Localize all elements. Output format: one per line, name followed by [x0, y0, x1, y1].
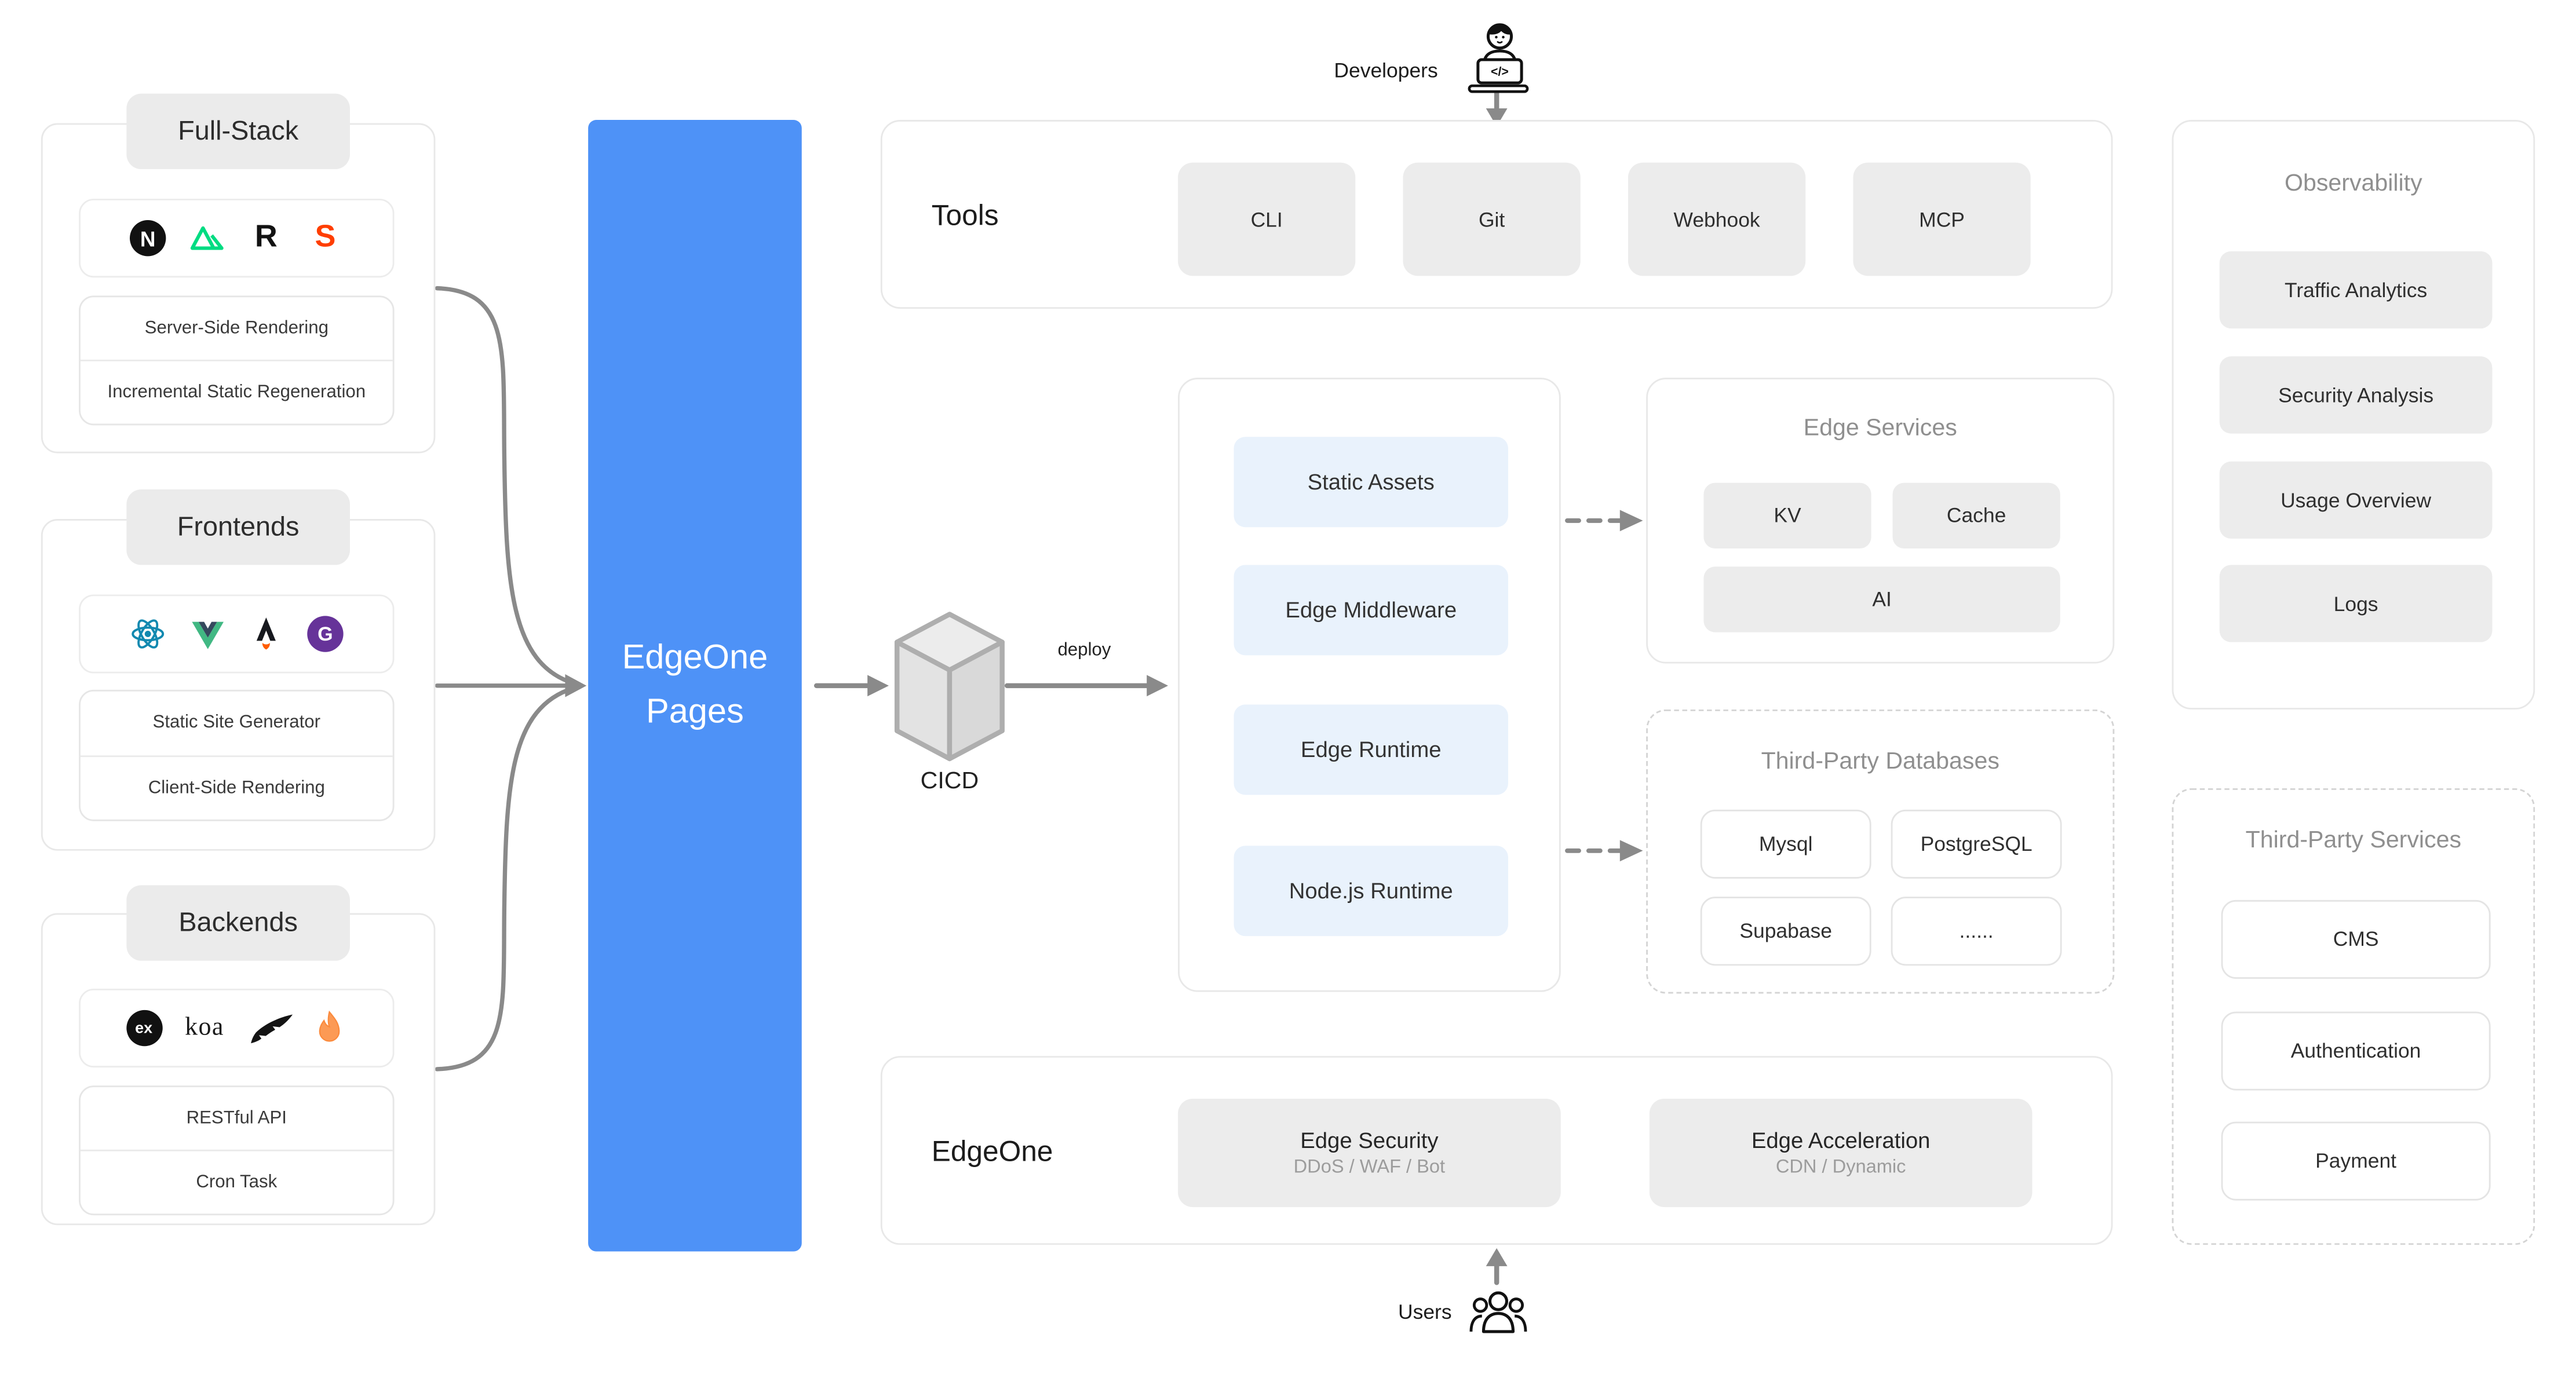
arrow-fullstack-to-pages	[435, 286, 576, 686]
tools-title: Tools	[931, 199, 999, 232]
chip-webhook: Webhook	[1628, 162, 1806, 276]
capability-ssg: Static Site Generator	[152, 713, 321, 733]
chip-edge-acceleration: Edge Acceleration CDN / Dynamic	[1649, 1098, 2033, 1208]
third-party-databases-panel: Third-Party Databases Mysql PostgreSQL S…	[1646, 709, 2115, 994]
runtime-panel: Static Assets Edge Middleware Edge Runti…	[1178, 378, 1561, 992]
arrow-users-to-edgeone	[1486, 1248, 1508, 1285]
nuxt-icon	[189, 220, 225, 256]
edgeone-title: EdgeOne	[931, 1135, 1053, 1168]
chip-more-databases: ......	[1891, 897, 2062, 966]
react-icon	[130, 616, 166, 652]
frontends-label-text: Frontends	[177, 511, 300, 542]
arrow-frontends-to-pages	[435, 674, 587, 697]
deploy-label: deploy	[1057, 640, 1111, 660]
chip-usage-overview: Usage Overview	[2219, 461, 2493, 539]
edgeone-panel: EdgeOne Edge Security DDoS / WAF / Bot E…	[880, 1056, 2113, 1245]
backends-label: Backends	[126, 885, 350, 961]
arrow-backends-to-pages	[435, 686, 576, 1072]
edge-acceleration-subtitle: CDN / Dynamic	[1775, 1158, 1906, 1178]
koa-icon: koa	[185, 1013, 224, 1041]
chip-edge-security: Edge Security DDoS / WAF / Bot	[1178, 1098, 1561, 1208]
third-party-services-title: Third-Party Services	[2245, 828, 2462, 854]
frontends-capabilities: Static Site Generator Client-Side Render…	[79, 689, 395, 821]
developer-icon: </>	[1468, 23, 1529, 93]
chip-postgresql: PostgreSQL	[1891, 809, 2062, 879]
remix-icon: R	[254, 220, 278, 255]
users-label: Users	[1398, 1300, 1452, 1324]
capability-cron: Cron Task	[80, 1149, 393, 1214]
hono-icon	[311, 1010, 347, 1046]
edge-security-title: Edge Security	[1300, 1128, 1439, 1153]
edge-services-panel: Edge Services KV Cache AI	[1646, 378, 2115, 664]
chip-ai: AI	[1703, 566, 2060, 632]
chip-kv: KV	[1703, 482, 1871, 549]
chip-traffic-analytics: Traffic Analytics	[2219, 251, 2493, 329]
third-party-services-panel: Third-Party Services CMS Authentication …	[2172, 788, 2535, 1245]
cicd-label: CICD	[920, 769, 979, 795]
developers-label: Developers	[1334, 59, 1438, 82]
backends-capabilities: RESTful API Cron Task	[79, 1085, 395, 1216]
chip-mcp: MCP	[1853, 162, 2031, 276]
nextjs-icon: N	[130, 220, 166, 257]
capability-csr: Client-Side Rendering	[80, 754, 393, 820]
arrow-pages-to-cicd	[813, 675, 889, 697]
arrow-runtime-to-edge-services	[1565, 510, 1643, 532]
chip-security-analysis: Security Analysis	[2219, 356, 2493, 434]
backends-frameworks: ex koa	[79, 988, 395, 1068]
chip-edge-runtime: Edge Runtime	[1234, 704, 1508, 795]
observability-panel: Observability Traffic Analytics Security…	[2172, 119, 2535, 710]
edgeone-pages-title-line1: EdgeOne	[622, 638, 768, 677]
astro-icon	[248, 616, 284, 652]
fullstack-label: Full-Stack	[126, 93, 350, 170]
frontends-label: Frontends	[126, 489, 350, 565]
cicd-cube-icon	[894, 612, 1005, 762]
backends-label-text: Backends	[178, 907, 298, 937]
frontends-frameworks: G	[79, 594, 395, 674]
fastify-icon	[247, 1010, 293, 1046]
users-icon	[1469, 1291, 1527, 1333]
chip-cache: Cache	[1892, 482, 2060, 549]
express-icon: ex	[125, 1010, 162, 1047]
capability-isr: Incremental Static Regeneration	[80, 359, 393, 424]
chip-payment: Payment	[2221, 1121, 2491, 1201]
capability-restful: RESTful API	[186, 1108, 287, 1128]
arrow-runtime-to-databases	[1565, 840, 1643, 862]
chip-edge-middleware: Edge Middleware	[1234, 565, 1508, 656]
chip-static-assets: Static Assets	[1234, 437, 1508, 528]
capability-ssr: Server-Side Rendering	[144, 319, 329, 339]
chip-nodejs-runtime: Node.js Runtime	[1234, 846, 1508, 937]
gatsby-icon: G	[307, 616, 344, 652]
chip-authentication: Authentication	[2221, 1011, 2491, 1091]
edge-acceleration-title: Edge Acceleration	[1751, 1128, 1931, 1153]
observability-title: Observability	[2285, 170, 2422, 198]
fullstack-frameworks: N R S	[79, 199, 395, 278]
chip-git: Git	[1403, 162, 1581, 276]
svg-text:</>: </>	[1491, 65, 1509, 79]
chip-logs: Logs	[2219, 565, 2493, 642]
tools-panel: Tools CLI Git Webhook MCP	[880, 119, 2113, 309]
arrow-deploy	[1004, 675, 1169, 697]
chip-cli: CLI	[1178, 162, 1356, 276]
edge-security-subtitle: DDoS / WAF / Bot	[1293, 1158, 1446, 1178]
chip-mysql: Mysql	[1700, 809, 1871, 879]
chip-cms: CMS	[2221, 899, 2491, 979]
edgeone-pages-title-line2: Pages	[645, 692, 744, 730]
vue-icon	[189, 616, 225, 652]
chip-supabase: Supabase	[1700, 897, 1871, 966]
fullstack-label-text: Full-Stack	[178, 115, 299, 145]
edgeone-pages-bar: EdgeOne Pages	[588, 119, 802, 1252]
fullstack-capabilities: Server-Side Rendering Incremental Static…	[79, 295, 395, 426]
third-party-databases-title: Third-Party Databases	[1761, 748, 1999, 776]
edge-services-title: Edge Services	[1803, 415, 1957, 442]
svelte-icon: S	[315, 220, 336, 255]
